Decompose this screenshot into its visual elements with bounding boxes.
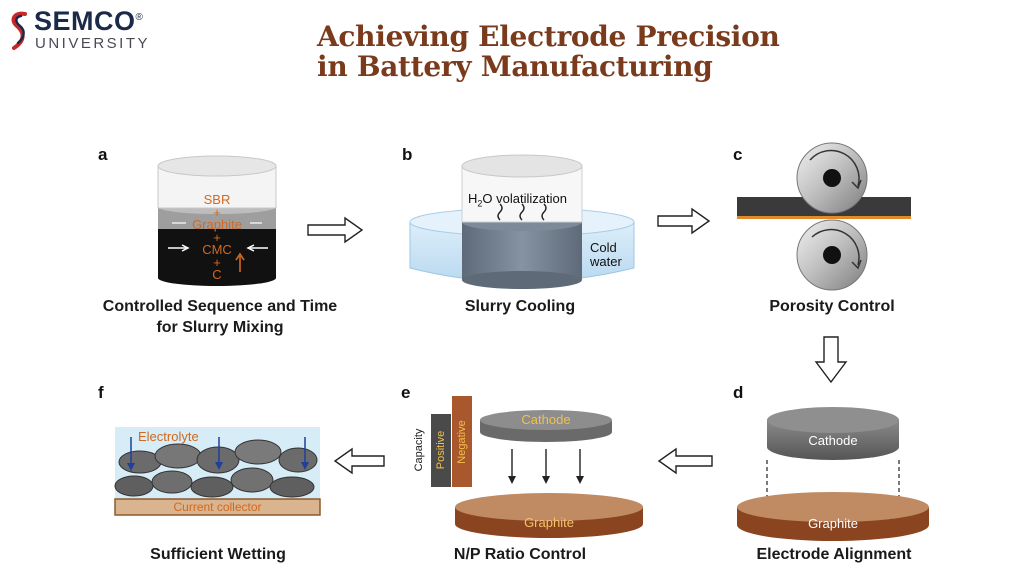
label-plus-1: + xyxy=(213,204,221,220)
flow-arrow-c-to-d xyxy=(814,336,848,384)
wetting-diagram xyxy=(114,427,321,516)
mixing-ingredient-labels: SBR + Graphite + CMC + C xyxy=(177,192,257,282)
logo-brand: SEMCO xyxy=(34,6,136,36)
label-cmc: CMC xyxy=(202,242,232,257)
cathode-label-e: Cathode xyxy=(521,412,571,427)
caption-f: Sufficient Wetting xyxy=(150,546,286,563)
caption-a-line-1: Controlled Sequence and Time xyxy=(102,298,338,315)
caption-b: Slurry Cooling xyxy=(464,298,576,315)
graphite-label-e: Graphite xyxy=(524,515,574,530)
np-ratio-diagram xyxy=(431,396,643,538)
panel-letter-e: e xyxy=(401,383,411,402)
current-collector-label: Current collector xyxy=(173,500,262,514)
mixing-jar xyxy=(157,155,277,286)
capacity-axis-label: Capacity xyxy=(413,428,425,472)
graphite-label-d: Graphite xyxy=(808,516,858,531)
semco-s-mark-icon xyxy=(11,11,27,50)
calender-rolls xyxy=(737,142,911,291)
title-line-1: Achieving Electrode Precision xyxy=(317,20,780,53)
cooling-bath xyxy=(409,154,635,289)
panel-letter-c: c xyxy=(733,145,743,164)
cold-water-label: Cold water xyxy=(590,240,622,269)
caption-a: Controlled Sequence and Time for Slurry … xyxy=(80,296,360,338)
caption-c: Porosity Control xyxy=(769,298,895,315)
title-line-2: in Battery Manufacturing xyxy=(317,50,713,83)
panel-letter-d: d xyxy=(733,383,744,402)
electrode-alignment-diagram xyxy=(737,407,929,541)
label-c: C xyxy=(212,267,222,282)
vapor-label: H2O volatilization xyxy=(468,191,567,209)
positive-bar-label: Positive xyxy=(435,430,447,470)
electrolyte-label: Electrolyte xyxy=(138,429,199,444)
cathode-label-d: Cathode xyxy=(808,433,858,448)
logo-registered-mark: ® xyxy=(135,12,144,23)
panel-letter-b: b xyxy=(402,145,413,164)
panel-letter-a: a xyxy=(98,145,108,164)
caption-a-line-2: for Slurry Mixing xyxy=(156,319,284,336)
negative-bar-label: Negative xyxy=(456,420,468,464)
negative-capacity-bar xyxy=(452,396,472,487)
label-plus-3: + xyxy=(213,254,221,270)
flow-arrow-b-to-c xyxy=(657,207,711,235)
logo: SEMCO® UNIVERSITY xyxy=(8,6,158,54)
flow-arrow-e-to-f xyxy=(333,447,385,475)
panel-letter-f: f xyxy=(98,383,104,402)
label-plus-2: + xyxy=(213,229,221,245)
logo-subtitle: UNIVERSITY xyxy=(35,35,151,52)
flow-arrow-a-to-b xyxy=(307,216,364,244)
page-title: Achieving Electrode Precision in Battery… xyxy=(317,22,877,82)
flow-arrow-d-to-e xyxy=(657,447,713,475)
caption-d: Electrode Alignment xyxy=(756,546,912,563)
positive-capacity-bar xyxy=(431,414,451,487)
label-sbr: SBR xyxy=(203,192,231,207)
caption-e: N/P Ratio Control xyxy=(453,546,587,563)
label-graphite: Graphite xyxy=(192,217,242,232)
